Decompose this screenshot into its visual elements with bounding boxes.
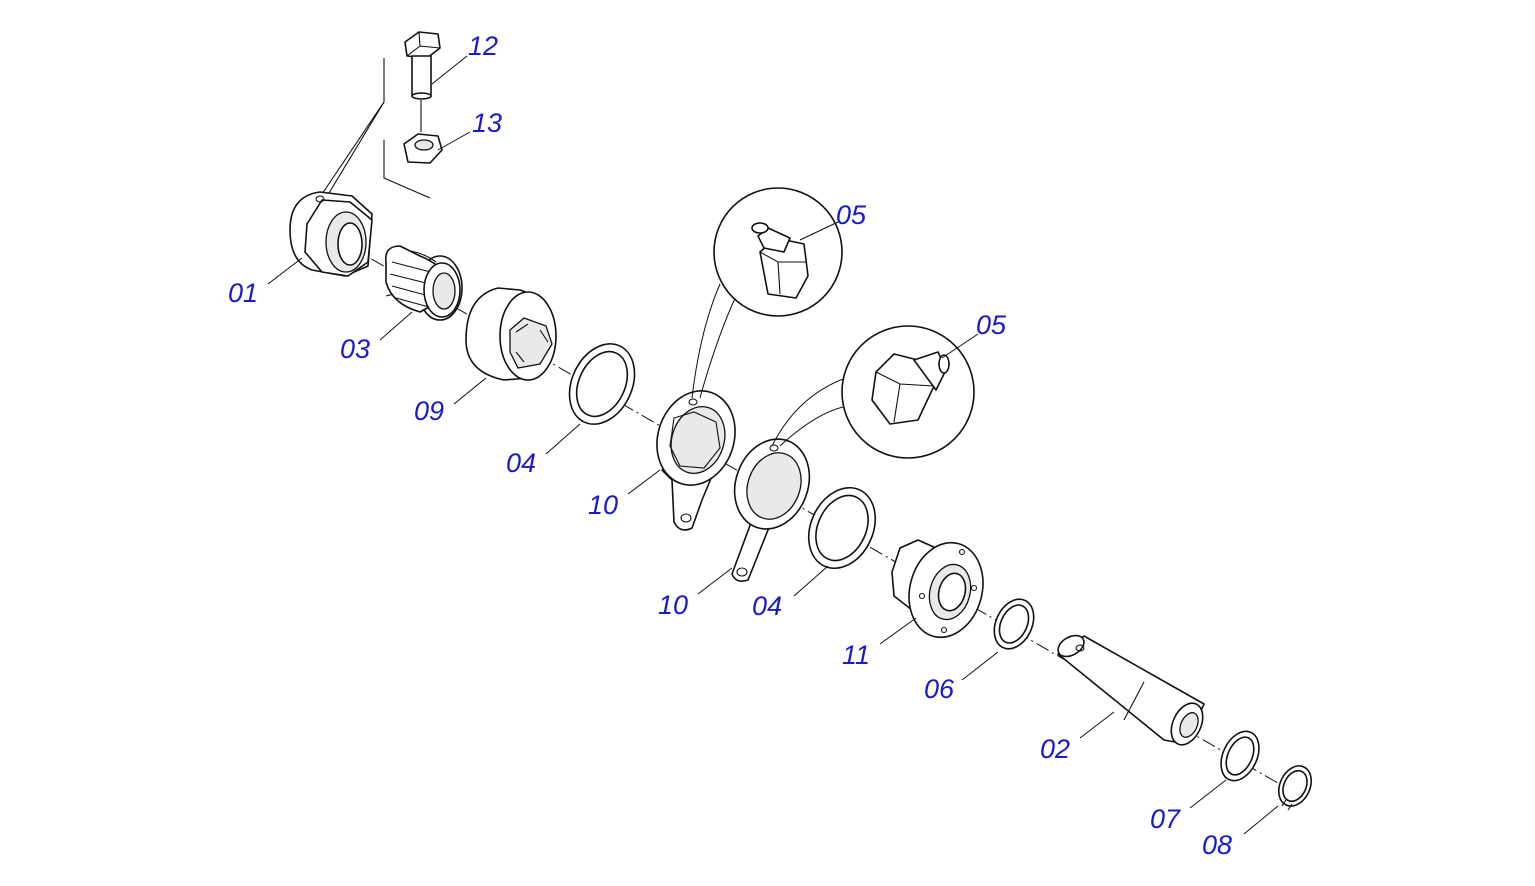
callout-leaders: [267, 55, 1279, 835]
part-09-cam-bushing: [465, 287, 557, 381]
part-10-lever-ring-lower: [731, 438, 811, 582]
callout-07: 07: [1150, 804, 1181, 834]
callout-02: 02: [1040, 734, 1070, 764]
callout-03: 03: [340, 334, 370, 364]
callout-01: 01: [228, 278, 258, 308]
part-07-washer: [1220, 730, 1260, 782]
part-08-retaining-ring: [1277, 765, 1313, 811]
detail-bubble-grease-nipple-lower: [771, 325, 975, 459]
callout-13: 13: [472, 108, 502, 138]
part-04-flat-washer-lower: [807, 486, 877, 570]
part-10-lever-ring-upper: [656, 390, 736, 531]
part-11-flanged-bearing: [891, 539, 984, 639]
callout-06: 06: [924, 674, 955, 704]
callout-05-upper: 05: [836, 200, 867, 230]
callout-10-upper: 10: [588, 490, 618, 520]
callout-10-lower: 10: [658, 590, 688, 620]
callout-11: 11: [842, 640, 870, 670]
part-12-hex-bolt: [404, 31, 441, 132]
part-03-coil-spring: [384, 245, 463, 321]
part-06-thin-washer: [993, 598, 1035, 650]
callout-12: 12: [468, 31, 498, 61]
callout-08: 08: [1202, 830, 1232, 860]
mounting-bracket-outline: [317, 58, 431, 201]
detail-bubble-grease-nipple-upper: [691, 187, 843, 399]
callout-05-lower: 05: [976, 310, 1007, 340]
part-01-hex-cap: [289, 191, 373, 277]
callout-04-upper: 04: [506, 448, 536, 478]
callout-04-lower: 04: [752, 591, 782, 621]
part-04-flat-washer-upper: [568, 343, 636, 425]
part-02-pivot-shaft: [1057, 634, 1205, 746]
callout-09: 09: [414, 396, 444, 426]
part-13-hex-nut: [403, 133, 443, 164]
